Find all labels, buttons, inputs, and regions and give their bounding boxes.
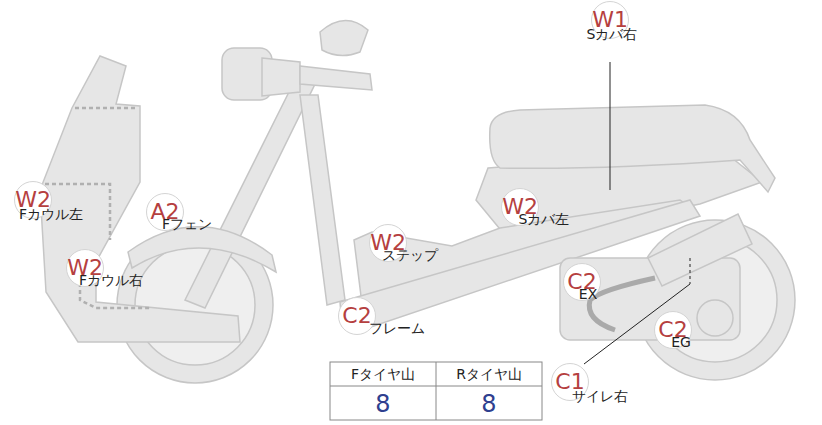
callout-circle: C2EG <box>654 311 692 349</box>
callout-circle: W2ステップ <box>369 224 407 262</box>
callout-circle: A2Fフェン <box>146 193 184 231</box>
callout-circle: W2Fカウル右 <box>66 249 104 287</box>
table-value: 8 <box>481 390 496 418</box>
part-name: ステップ <box>382 247 438 265</box>
part-name: Fカウル右 <box>79 272 143 290</box>
table-header: Fタイヤ山 <box>351 366 415 384</box>
part-name: サイレ右 <box>572 388 628 406</box>
callout-circle: W2Fカウル左 <box>14 181 52 219</box>
part-name: Sカバ左 <box>519 211 570 229</box>
callout-circle: C1サイレ右 <box>551 363 589 401</box>
callout-circle: W1Sカバ右 <box>591 1 629 39</box>
callout-circle: C2フレーム <box>338 297 376 335</box>
table-header: Rタイヤ山 <box>456 366 522 384</box>
part-name: フレーム <box>369 320 425 338</box>
callout-circle: W2Sカバ左 <box>501 188 539 226</box>
part-name: EX <box>579 286 597 302</box>
callout-circle: C2EX <box>563 263 601 301</box>
table-value: 8 <box>375 390 390 418</box>
part-name: Fフェン <box>162 216 212 234</box>
part-name: Fカウル左 <box>19 206 83 224</box>
part-name: Sカバ右 <box>587 26 638 44</box>
part-name: EG <box>671 334 691 350</box>
